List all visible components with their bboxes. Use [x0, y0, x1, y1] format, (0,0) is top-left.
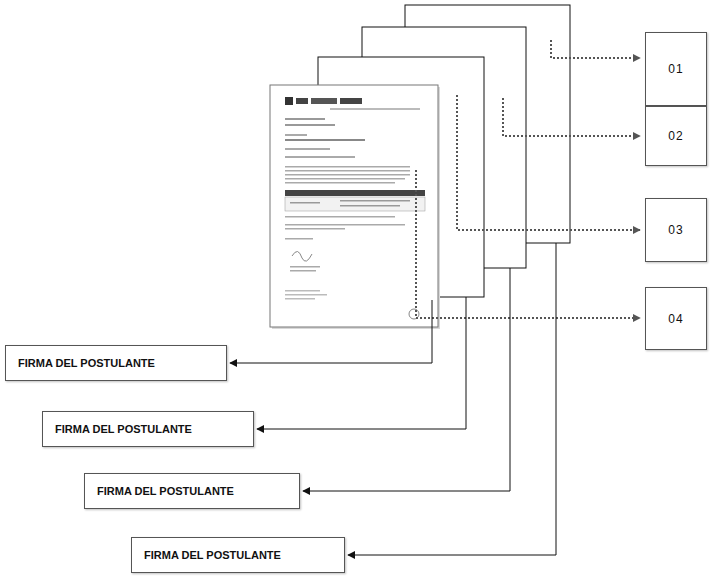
page-number-box: 01 — [645, 32, 707, 106]
signature-box: FIRMA DEL POSTULANTE — [42, 411, 254, 447]
page-number: 04 — [668, 312, 683, 326]
page-number-box: 04 — [645, 287, 707, 350]
page-number: 03 — [668, 223, 683, 237]
dotted-leader — [416, 40, 640, 318]
signature-box: FIRMA DEL POSTULANTE — [84, 473, 300, 509]
signature-label: FIRMA DEL POSTULANTE — [55, 423, 192, 435]
signature-box: FIRMA DEL POSTULANTE — [131, 537, 345, 573]
page-number: 02 — [668, 129, 683, 143]
signature-box: FIRMA DEL POSTULANTE — [5, 345, 227, 381]
document-content — [285, 97, 425, 319]
signature-label: FIRMA DEL POSTULANTE — [144, 549, 281, 561]
front-document — [270, 85, 438, 327]
signature-label: FIRMA DEL POSTULANTE — [97, 485, 234, 497]
signature-label: FIRMA DEL POSTULANTE — [18, 357, 155, 369]
page-number: 01 — [668, 62, 683, 76]
page-number-box: 02 — [645, 106, 707, 166]
page-number-box: 03 — [645, 198, 707, 262]
